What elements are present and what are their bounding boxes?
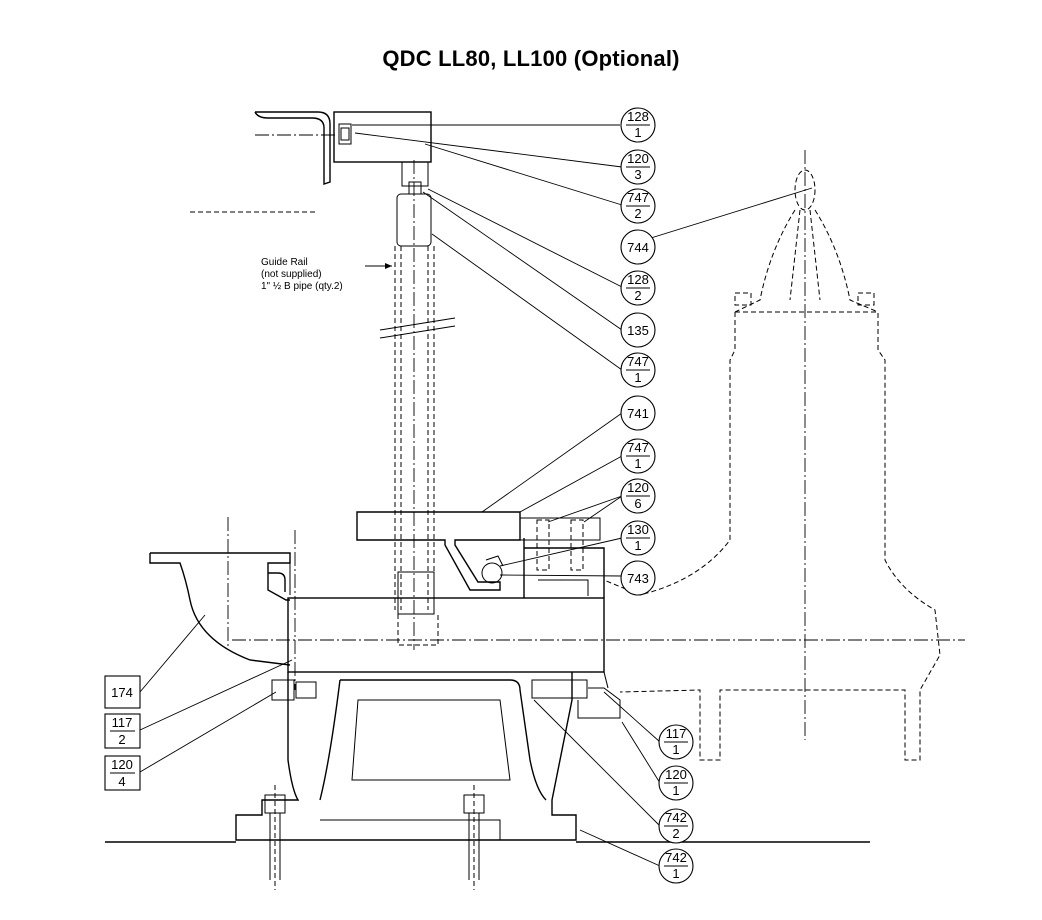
callout-number: 120 (111, 757, 133, 772)
callout-117-1: 117 1 (658, 724, 694, 760)
callout-number: 747 (627, 354, 649, 369)
pedestal-base (235, 538, 621, 841)
callout-747-1b: 747 1 (620, 438, 656, 474)
callout-number: 128 (627, 272, 649, 287)
callout-120-1: 120 1 (658, 765, 694, 801)
callout-number: 747 (627, 440, 649, 455)
callout-747-2: 747 2 (620, 188, 656, 224)
callout-number: 742 (665, 810, 687, 825)
note-line-1: Guide Rail (261, 257, 308, 268)
callout-sub: 4 (118, 774, 125, 789)
leader-lines (139, 124, 813, 867)
pump-outline (603, 150, 941, 761)
diagram-title: QDC LL80, LL100 (Optional) (382, 46, 680, 71)
guide-rail (379, 160, 456, 650)
callout-number: 120 (627, 151, 649, 166)
callout-number: 128 (627, 109, 649, 124)
callout-sub: 1 (634, 370, 641, 385)
guide-rail-note: Guide Rail (not supplied) 1" ½ B pipe (q… (261, 257, 392, 292)
callout-174: 174 (104, 675, 141, 709)
callout-sub: 2 (634, 288, 641, 303)
callout-number: 742 (665, 850, 687, 865)
callout-744: 744 (620, 229, 656, 265)
callout-sub: 2 (118, 732, 125, 747)
callout-747-1a: 747 1 (620, 352, 656, 388)
callout-number: 117 (112, 715, 133, 730)
callout-sub: 1 (634, 456, 641, 471)
callout-117-2: 117 2 (104, 713, 141, 749)
callout-743: 743 (620, 560, 656, 596)
callout-120-3: 120 3 (620, 149, 656, 185)
note-line-2: (not supplied) (261, 269, 322, 280)
callout-128-2: 128 2 (620, 270, 656, 306)
callout-sub: 2 (672, 826, 679, 841)
callout-number: 741 (627, 406, 649, 421)
callout-number: 117 (666, 726, 687, 741)
callout-sub: 2 (634, 206, 641, 221)
callout-sub: 1 (672, 742, 679, 757)
note-line-3: 1" ½ B pipe (qty.2) (261, 281, 343, 292)
callout-742-1: 742 1 (658, 848, 694, 884)
guide-claw (356, 511, 601, 591)
callout-128-1: 128 1 (620, 107, 656, 143)
callout-number: 743 (627, 571, 649, 586)
callout-sub: 1 (634, 538, 641, 553)
callout-135: 135 (620, 312, 656, 348)
callout-number: 135 (627, 323, 649, 338)
callout-sub: 1 (672, 783, 679, 798)
callout-number: 120 (665, 767, 687, 782)
callout-sub: 6 (634, 496, 641, 511)
callout-sub: 1 (634, 125, 641, 140)
callout-number: 120 (627, 480, 649, 495)
callout-130-1: 130 1 (620, 520, 656, 556)
callout-number: 130 (627, 522, 649, 537)
callout-120-4: 120 4 (104, 755, 141, 791)
callout-number: 747 (627, 190, 649, 205)
discharge-elbow (149, 517, 296, 690)
callout-number: 174 (111, 685, 133, 700)
callout-sub: 3 (634, 167, 641, 182)
callout-120-6: 120 6 (620, 478, 656, 514)
upper-bracket (190, 111, 432, 213)
callout-742-2: 742 2 (658, 808, 694, 844)
callout-741: 741 (620, 395, 656, 431)
callout-sub: 1 (672, 866, 679, 881)
anchor-bolts (264, 679, 485, 890)
callout-number: 744 (627, 240, 649, 255)
